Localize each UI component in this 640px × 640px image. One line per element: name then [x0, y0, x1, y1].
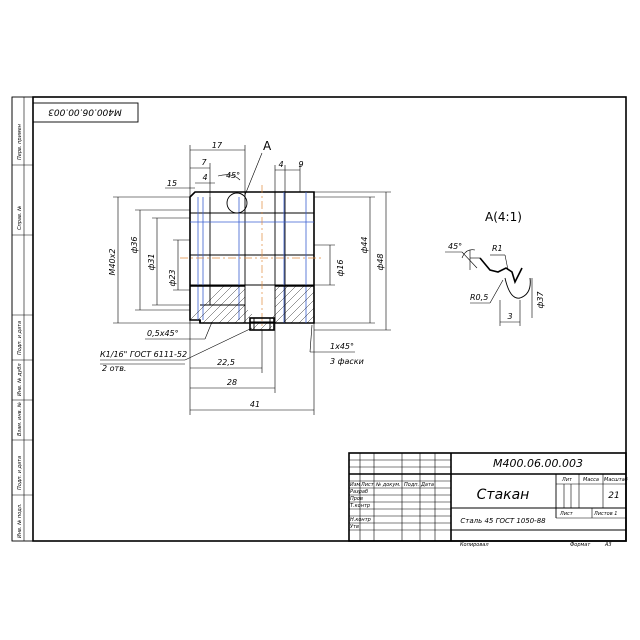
role-razrab: Разраб — [350, 489, 368, 495]
role-nkontr: Н.контр — [350, 517, 371, 523]
dim-16: ф16 — [336, 259, 345, 276]
strip-label-6: Подп. и дата — [17, 456, 23, 490]
holes-count: 2 отв. — [102, 364, 126, 373]
dim-23: ф23 — [168, 269, 177, 286]
strip-label-1: Перв. примен — [17, 123, 23, 160]
rotated-code-box: M400.06.00.003 — [32, 102, 139, 123]
dim-41: 41 — [250, 400, 260, 409]
facets-note: 3 фаски — [330, 357, 364, 366]
dim-9: 9 — [298, 160, 303, 169]
dim-31: ф31 — [147, 253, 156, 270]
header-mass: Масса — [583, 477, 599, 483]
role-prov: Пров — [350, 496, 363, 502]
inner-frame — [32, 96, 627, 542]
rotated-doc-code: M400.06.00.003 — [48, 107, 122, 117]
role-tkontr: Т.контр — [350, 503, 370, 509]
detail-dim-r1: R1 — [492, 244, 503, 253]
main-view — [180, 185, 322, 331]
dim-chamfer-05: 0,5x45° — [147, 329, 179, 338]
view-label-a: А — [263, 139, 272, 153]
dim-17: 17 — [212, 141, 223, 150]
dim-chamfer-1: 1x45° — [330, 342, 354, 351]
dim-36: ф36 — [130, 236, 139, 253]
strip-label-2: Справ. № — [17, 206, 23, 230]
dim-7: 7 — [201, 158, 207, 167]
dim-48: ф48 — [376, 253, 385, 270]
col-header-list: Лист — [360, 482, 375, 488]
format-value: А3 — [604, 542, 612, 548]
sheets-label: Листов 1 — [593, 511, 617, 517]
strip-label-7: Инв. № подл. — [17, 504, 23, 539]
col-header-sign: Подп. — [404, 482, 419, 488]
header-scale: Масштаб — [604, 477, 628, 483]
dim-28: 28 — [227, 378, 237, 387]
col-header-izm: Изм — [350, 482, 360, 488]
strip-label-5: Взам. инв. № — [17, 402, 23, 436]
copied-label: Копировал — [460, 542, 489, 548]
detail-dim-45: 45° — [448, 242, 462, 251]
main-dimensions: 17 7 4 15 45° 4 9 А M40x2 ф36 ф31 — [100, 139, 391, 415]
detail-dim-r05: R0,5 — [470, 293, 488, 302]
strip-label-4: Инв. № дубл — [17, 363, 23, 396]
title-block: Изм Лист № докум. Подп. Дата Разраб Пров… — [348, 452, 628, 548]
left-strip: Перв. примен Справ. № Подп. и дата Инв. … — [11, 97, 33, 541]
dim-4a: 4 — [202, 173, 207, 182]
detail-label: А(4:1) — [485, 210, 522, 224]
role-utv: Утв — [350, 524, 359, 530]
doc-code: M400.06.00.003 — [493, 457, 583, 470]
thread-note: К1/16" ГОСТ 6111-52 — [100, 350, 187, 359]
sheet-label: Лист — [559, 511, 574, 517]
detail-view: А(4:1) 45° R1 R0,5 3 ф37 — [445, 210, 545, 326]
part-name: Стакан — [477, 487, 530, 503]
dim-22-5: 22,5 — [217, 358, 235, 367]
detail-dim-3: 3 — [507, 312, 512, 321]
dim-15: 15 — [167, 179, 177, 188]
detail-dim-37: ф37 — [536, 291, 545, 309]
dim-4c: 4 — [278, 160, 283, 169]
format-label: Формат — [570, 542, 591, 548]
col-header-doc: № докум. — [375, 482, 401, 488]
dim-44: ф44 — [360, 236, 369, 253]
dim-45: 45° — [226, 171, 240, 180]
mass-value: 21 — [608, 491, 619, 501]
material: Сталь 45 ГОСТ 1050-88 — [460, 517, 546, 525]
strip-label-3: Подп. и дата — [17, 321, 23, 355]
dim-thread: M40x2 — [108, 249, 117, 276]
col-header-date: Дата — [420, 482, 434, 488]
header-lit: Лит — [561, 477, 573, 483]
